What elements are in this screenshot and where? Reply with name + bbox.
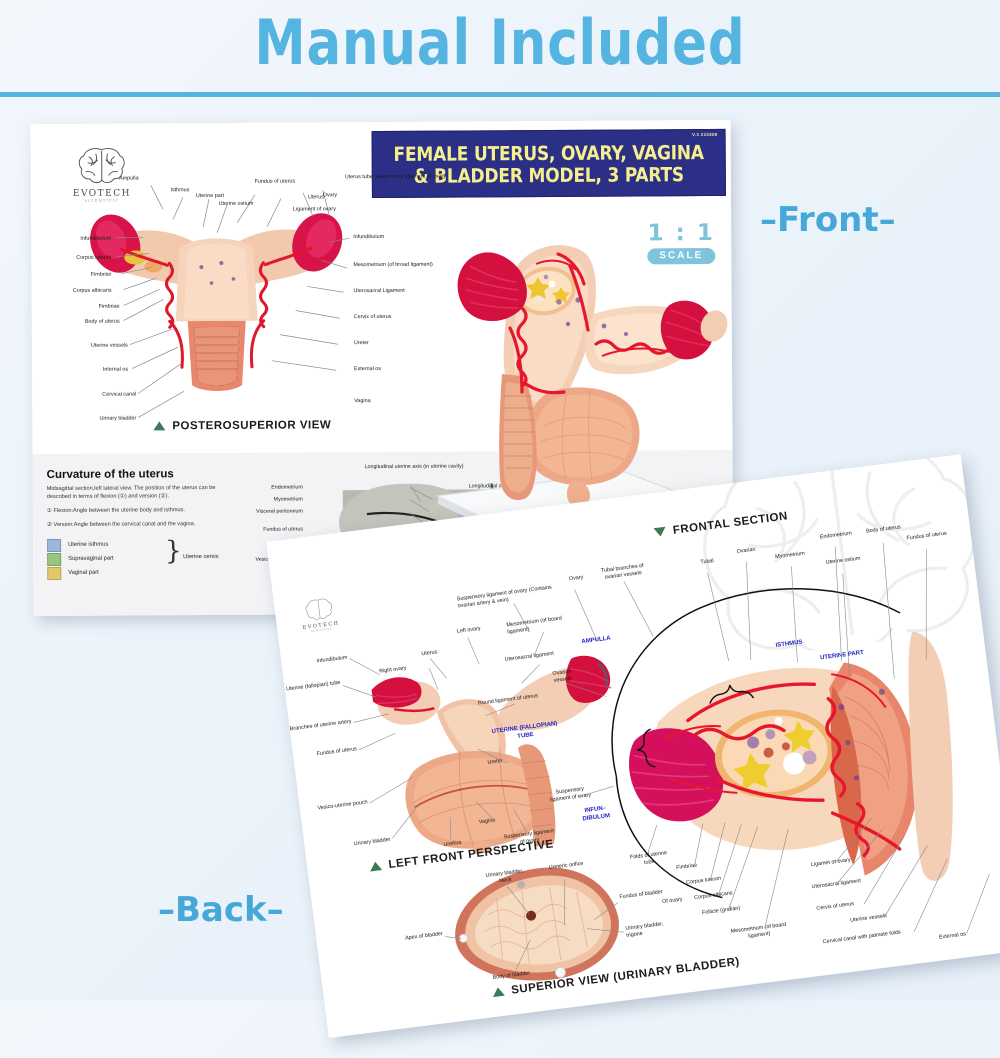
legend-brace-icon: } <box>165 536 182 567</box>
posterosuperior-view-label: POSTEROSUPERIOR VIEW <box>172 419 332 433</box>
front-caption: –Front– <box>760 200 896 240</box>
curvature-note-2: ② Version:Angle between the cervical can… <box>46 521 196 529</box>
legend-swatch-vaginal <box>47 566 62 580</box>
page-title: Manual Included <box>254 6 746 79</box>
manual-front-sheet[interactable]: EVOTECH SCIENTIFIC V.3 210408 FEMALE UTE… <box>30 119 734 617</box>
label-fundus-of-uterus: Fundus of uterus <box>254 178 296 185</box>
label-uterine-part: Uterine part <box>195 192 225 200</box>
leader-lines-front <box>115 185 350 418</box>
legend-label-isthmus: Uterine isthmus <box>68 541 109 548</box>
brand-logo: EVOTECH SCIENTIFIC <box>57 145 147 203</box>
manual-back-sheet-wrapper[interactable]: EVOTECH SCIENTIFIC FRONTAL SECTION <box>266 454 1000 1058</box>
legend-swatch-supravaginal <box>47 552 62 566</box>
label-external-os: External os <box>353 366 381 373</box>
manual-back-sheet[interactable]: EVOTECH SCIENTIFIC FRONTAL SECTION <box>266 454 1000 1038</box>
back-caption: –Back– <box>158 890 284 930</box>
triangle-up-icon <box>153 421 166 431</box>
page-header: Manual Included <box>0 0 1000 100</box>
legend-brace-label: Uterine cervix <box>183 554 219 561</box>
label-uterine-ostium: Uterine ostium <box>218 200 254 207</box>
left-front-perspective-illustration <box>371 655 612 860</box>
label-vagina: Vagina <box>354 398 371 405</box>
header-divider <box>0 92 1000 97</box>
legend-swatch-isthmus <box>47 538 62 552</box>
frontal-section-leader-lines <box>566 542 990 934</box>
label-ovary: Ovary <box>322 192 338 199</box>
label-ligament-of-ovary: Ligament of ovary <box>293 206 336 213</box>
brand-logo-back: EVOTECH SCIENTIFIC <box>288 594 352 635</box>
brain-icon-back <box>303 596 336 623</box>
back-leader-lines-left <box>342 603 544 840</box>
label-ureter: Ureter <box>353 340 369 347</box>
posterosuperior-view-caption: POSTEROSUPERIOR VIEW <box>153 419 331 432</box>
label-ampulla: Ampulla <box>119 175 139 182</box>
frontal-section-illustration <box>611 587 953 899</box>
label-suspensory-ligament-of-ovary: Suspensory ligament of ovary <box>374 173 446 181</box>
posterosuperior-anatomy-illustration <box>90 213 343 392</box>
legend-label-vaginal: Vaginal part <box>68 569 99 576</box>
legend-label-supravaginal: Supravaginal part <box>68 555 114 562</box>
curvature-description: Midsagittal section,left lateral view. T… <box>46 485 216 501</box>
bladder-leader-lines <box>445 879 624 971</box>
bladder-superior-view-illustration <box>455 867 619 981</box>
label-infundibulum-right: Infundibulum <box>353 233 385 241</box>
curvature-note-1: ① Flexion:Angle between the uterine body… <box>46 507 185 515</box>
brain-icon <box>76 146 128 186</box>
